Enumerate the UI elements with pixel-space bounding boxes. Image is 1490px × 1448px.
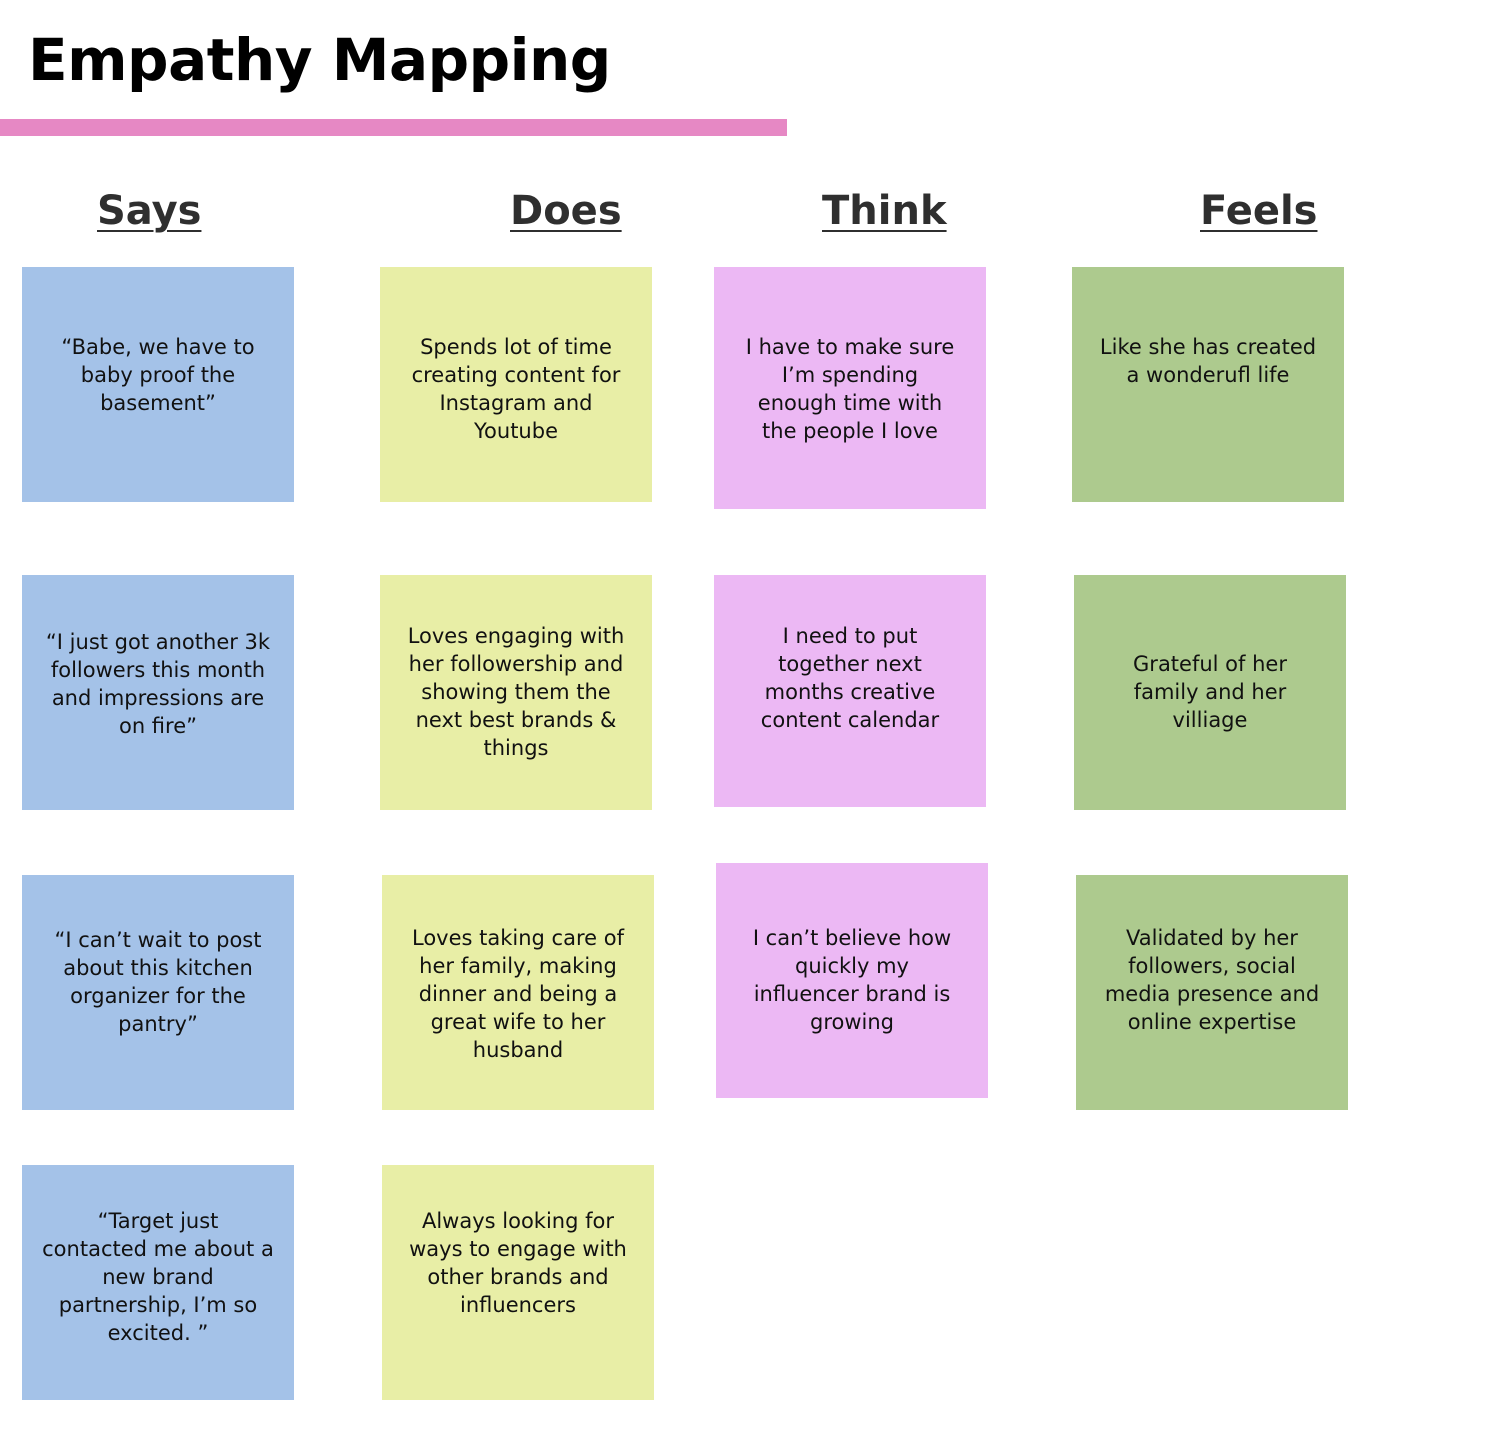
sticky-note-text: “I can’t wait to post about this kitchen… [54, 928, 262, 1036]
sticky-note-says[interactable]: “I can’t wait to post about this kitchen… [22, 875, 294, 1110]
sticky-note-text: I have to make sure I’m spending enough … [745, 335, 955, 443]
sticky-note-says[interactable]: “Target just contacted me about a new br… [22, 1165, 294, 1400]
title-underline [0, 119, 787, 136]
sticky-note-feels[interactable]: Like she has created a wonderufl life [1072, 267, 1344, 502]
sticky-note-text: Validated by her followers, social media… [1104, 926, 1320, 1034]
sticky-note-text: I can’t believe how quickly my influence… [752, 926, 952, 1034]
page-title: Empathy Mapping [28, 26, 611, 94]
sticky-note-does[interactable]: Always looking for ways to engage with o… [382, 1165, 654, 1400]
sticky-note-feels[interactable]: Grateful of her family and her villiage [1074, 575, 1346, 810]
sticky-note-text: Like she has created a wonderufl life [1099, 335, 1317, 387]
sticky-note-think[interactable]: I need to put together next months creat… [714, 575, 986, 807]
sticky-note-text: Spends lot of time creating content for … [411, 335, 621, 443]
sticky-note-does[interactable]: Loves taking care of her family, making … [382, 875, 654, 1110]
sticky-note-text: Grateful of her family and her villiage [1133, 652, 1287, 732]
sticky-note-says[interactable]: “I just got another 3k followers this mo… [22, 575, 294, 810]
sticky-note-text: Loves taking care of her family, making … [412, 926, 624, 1062]
sticky-note-think[interactable]: I can’t believe how quickly my influence… [716, 863, 988, 1098]
column-heading-says: Says [97, 188, 202, 234]
sticky-note-text: I need to put together next months creat… [760, 624, 940, 732]
column-heading-does: Does [510, 188, 622, 234]
column-heading-feels: Feels [1200, 188, 1318, 234]
sticky-note-text: “Babe, we have to baby proof the basemen… [61, 335, 255, 415]
sticky-note-text: Loves engaging with her followership and… [407, 624, 625, 760]
sticky-note-text: “I just got another 3k followers this mo… [45, 630, 271, 738]
column-heading-think: Think [822, 188, 947, 234]
sticky-note-says[interactable]: “Babe, we have to baby proof the basemen… [22, 267, 294, 502]
sticky-note-text: “Target just contacted me about a new br… [42, 1209, 274, 1345]
sticky-note-feels[interactable]: Validated by her followers, social media… [1076, 875, 1348, 1110]
sticky-note-think[interactable]: I have to make sure I’m spending enough … [714, 267, 986, 509]
sticky-note-text: Always looking for ways to engage with o… [409, 1209, 627, 1317]
sticky-note-does[interactable]: Spends lot of time creating content for … [380, 267, 652, 502]
sticky-note-does[interactable]: Loves engaging with her followership and… [380, 575, 652, 810]
